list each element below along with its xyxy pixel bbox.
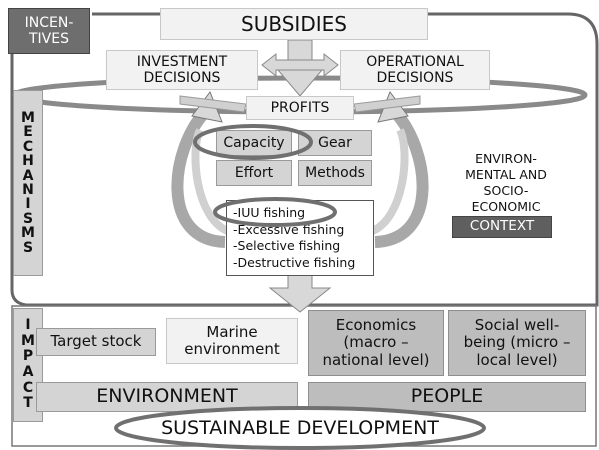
impact-letter: M (21, 332, 35, 349)
mechanisms-letter: E (23, 124, 33, 141)
context-description: ENVIRON- MENTAL AND SOCIO- ECONOMIC (465, 151, 547, 214)
operational-to-profits-arrow (353, 95, 421, 113)
mechanisms-letter: I (25, 196, 31, 213)
mechanisms-label: M E C H A N I S M S (13, 90, 43, 276)
marine-environment-box: Marine environment (166, 318, 298, 364)
context-label: CONTEXT (452, 216, 552, 238)
operational-decisions-box: OPERATIONAL DECISIONS (340, 50, 490, 90)
mechanisms-letter: M (21, 225, 35, 242)
mechanisms-letter: C (22, 138, 34, 155)
gear-box: Gear (298, 130, 372, 156)
subsidies-box: SUBSIDIES (160, 8, 428, 40)
capacity-box: Capacity (216, 130, 292, 156)
target-stock-box: Target stock (36, 328, 156, 356)
sustainable-development-label: SUSTAINABLE DEVELOPMENT (161, 417, 439, 440)
environment-bar: ENVIRONMENT (36, 382, 298, 412)
effort-box: Effort (216, 160, 292, 186)
right-outer-arrow (374, 107, 429, 248)
context-label-text: CONTEXT (469, 218, 535, 235)
right-inner-arrow (368, 128, 409, 236)
mechanisms-frame (10, 12, 599, 307)
mechanisms-letter: M (21, 109, 35, 126)
social-wellbeing-box: Social well- being (micro – local level) (448, 310, 586, 376)
impact-letter: T (23, 395, 33, 412)
investment-to-profits-arrow (179, 95, 247, 113)
methods-box: Methods (298, 160, 372, 186)
impact-letter: P (22, 348, 34, 365)
people-bar: PEOPLE (308, 382, 586, 412)
mechanisms-letter: S (22, 239, 34, 256)
impact-letter: C (22, 379, 34, 396)
mechanisms-letter: A (22, 167, 34, 184)
mechanisms-letter: S (22, 210, 34, 227)
incentives-label: INCEN- TIVES (8, 8, 90, 54)
fishing-activities-list: -IUU fishing -Excessive fishing -Selecti… (226, 200, 374, 276)
profits-box: PROFITS (246, 96, 354, 120)
impact-letter: A (22, 364, 34, 380)
economics-box: Economics (macro – national level) (308, 310, 444, 376)
impact-letter: I (25, 316, 31, 333)
decisions-double-arrow (261, 52, 339, 78)
mechanisms-letter: H (22, 153, 34, 170)
mechanisms-letter: N (22, 182, 34, 198)
investment-decisions-box: INVESTMENT DECISIONS (106, 50, 258, 90)
